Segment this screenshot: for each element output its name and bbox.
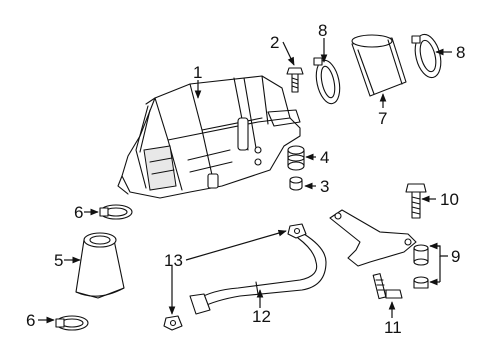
part-11-bolt (372, 273, 403, 300)
callout-1: 1 (193, 63, 202, 82)
callout-7: 7 (378, 109, 387, 128)
callout-3: 3 (320, 177, 329, 196)
callout-8b: 8 (456, 43, 465, 62)
part-3-bushing (289, 176, 303, 191)
part-6-clamp-upper (99, 204, 133, 220)
part-5-hose (75, 232, 125, 299)
part-4-grommet (287, 145, 305, 171)
part-2-bolt (286, 67, 304, 93)
part-9-bracket (329, 209, 429, 289)
callout-9: 9 (451, 247, 460, 266)
part-10-bolt (405, 183, 427, 219)
part-1-canister (117, 75, 301, 199)
callout-13: 13 (164, 251, 183, 270)
part-6-clamp-lower (55, 315, 89, 331)
callout-4: 4 (320, 148, 329, 167)
part-13-clip-upper (287, 223, 307, 239)
leader-lines (38, 38, 452, 324)
callout-11: 11 (384, 318, 402, 337)
callout-6a: 6 (74, 203, 83, 222)
callout-2: 2 (270, 33, 279, 52)
callout-labels: 1 2 8 8 7 4 3 10 9 11 12 13 6 5 6 (26, 21, 465, 337)
callout-12: 12 (252, 307, 271, 326)
callout-5: 5 (54, 251, 63, 270)
part-13-clip-lower (163, 315, 183, 331)
part-7-filter (351, 34, 407, 97)
callout-8a: 8 (318, 21, 327, 40)
part-12-tube (189, 233, 327, 315)
callout-6b: 6 (26, 311, 35, 330)
part-8-clamp-left (313, 57, 341, 105)
part-8-clamp-right (411, 33, 442, 79)
callout-10: 10 (440, 190, 459, 209)
